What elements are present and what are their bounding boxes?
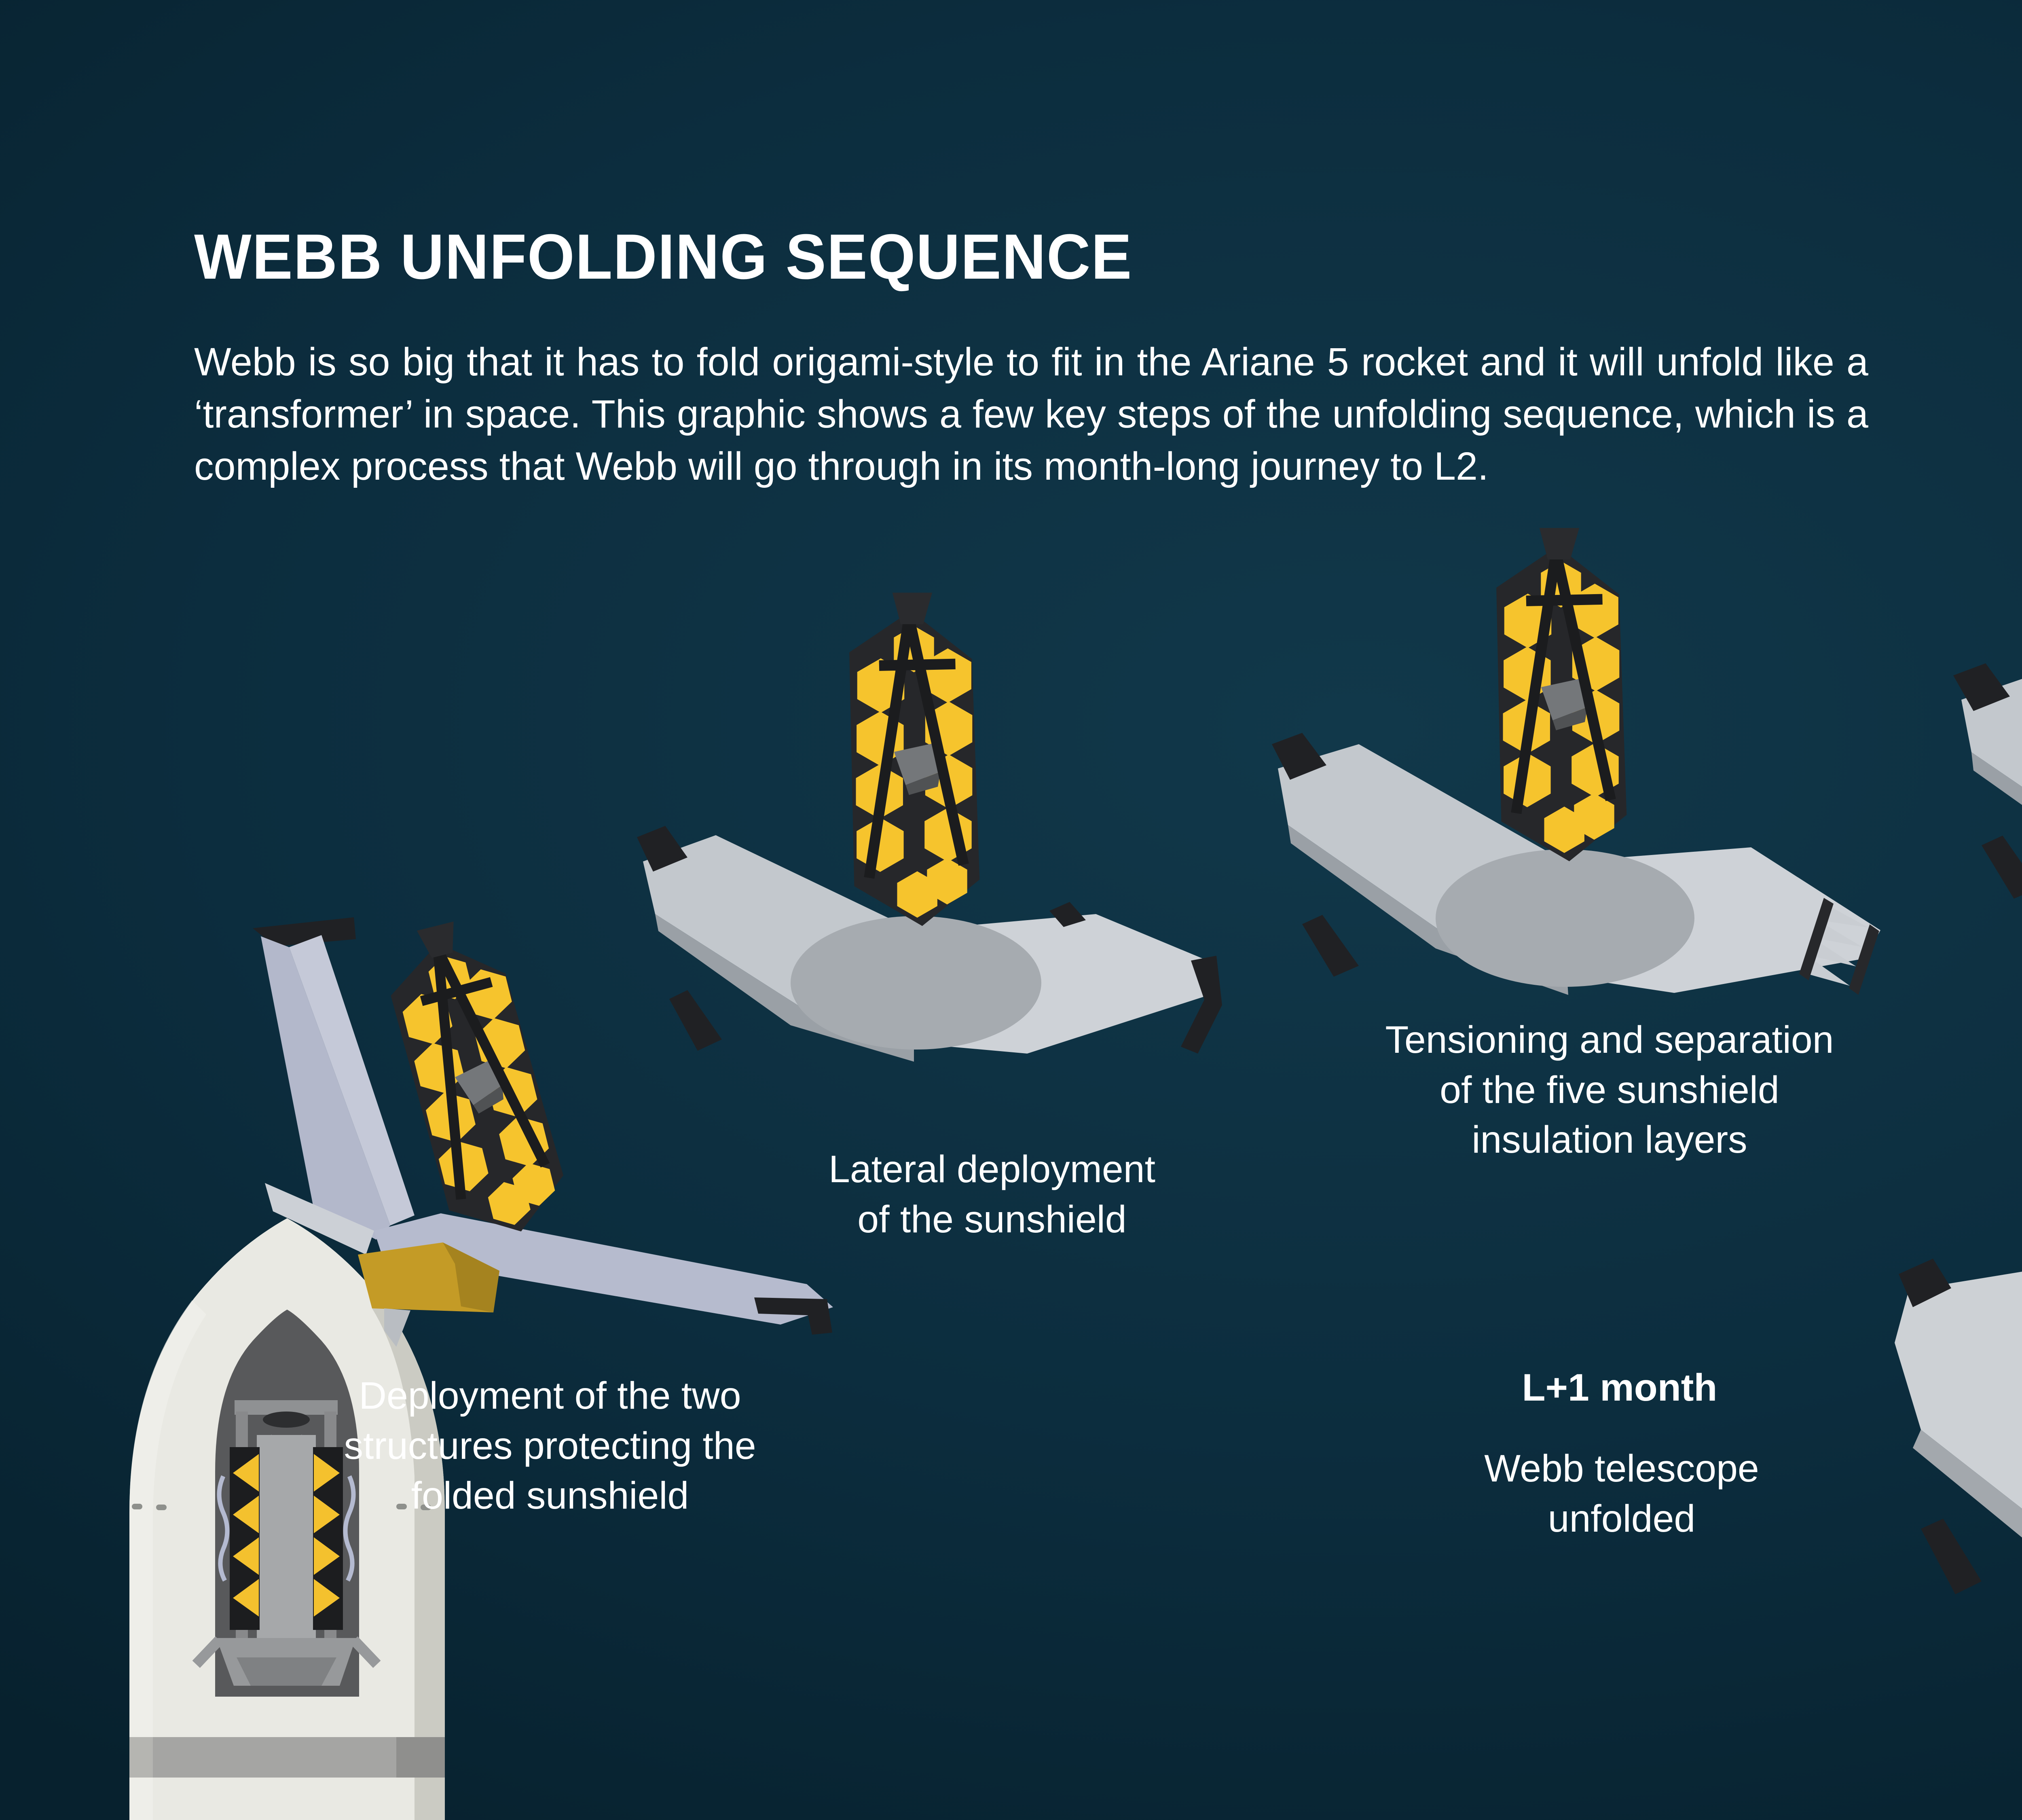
folded-mirror-left-stack — [233, 1454, 259, 1617]
figure-step2-lateral-sunshield — [637, 578, 1222, 1062]
caption-step-3: Tensioning and separation of the five su… — [1385, 1018, 1834, 1161]
figure-step1-protective-structures — [253, 870, 833, 1347]
caption-final-unfolded: Webb telescope unfolded — [1484, 1447, 1759, 1540]
figure-step3-sunshield-tensioning — [1272, 518, 1884, 997]
caption-step-1: Deployment of the two structures protect… — [344, 1374, 756, 1517]
figure-final-unfolded-telescope — [1895, 1259, 2022, 1594]
page-title: WEBB UNFOLDING SEQUENCE — [194, 221, 1133, 292]
label-time-l-plus-1-month: L+1 month — [1522, 1366, 1717, 1409]
caption-step-2: Lateral deployment of the sunshield — [828, 1148, 1155, 1241]
folded-mirror-right-stack — [314, 1454, 340, 1617]
figure-step4-secondary-support — [1953, 663, 2022, 899]
ariane-fairing-illustration — [129, 1218, 445, 1820]
intro-paragraph: Webb is so big that it has to fold origa… — [194, 340, 1868, 488]
